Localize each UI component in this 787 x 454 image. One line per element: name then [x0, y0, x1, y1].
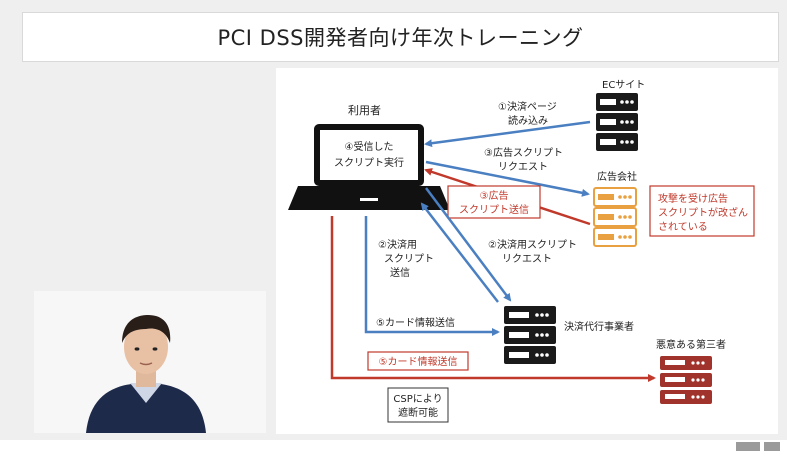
video-controls	[736, 442, 782, 452]
diagram-slide: 利用者 ④受信した スクリプト実行 ECサイト	[276, 68, 778, 434]
laptop-screen-text-1: ④受信した	[345, 141, 394, 153]
arrow-step2-request	[425, 187, 512, 302]
ad-company-server-icon	[593, 187, 637, 247]
ad-company-label: 広告会社	[597, 170, 637, 183]
step2-send-label-1: ②決済用	[378, 238, 417, 251]
payment-agent-server-icon	[504, 306, 556, 364]
payment-agent-label: 決済代行事業者	[564, 320, 634, 333]
page-title: PCI DSS開発者向け年次トレーニング	[217, 26, 584, 50]
step1-label-2: 読み込み	[508, 114, 548, 127]
user-label: 利用者	[348, 104, 381, 117]
csp-note-box	[387, 387, 449, 423]
attack-note-2: スクリプトが改ざん	[658, 206, 748, 219]
third-party-label: 悪意ある第三者	[656, 338, 726, 351]
step2-send-label-2: スクリプト	[384, 253, 434, 265]
laptop-screen-text-2: スクリプト実行	[334, 156, 404, 169]
ec-site-server-icon	[596, 93, 638, 151]
csp-note-2: 遮断可能	[398, 406, 438, 419]
step3-request-label-1: ③広告スクリプト	[484, 146, 563, 159]
speaker-video	[34, 291, 266, 433]
step2-send-label-3: 送信	[390, 266, 410, 279]
flow-diagram: 利用者 ④受信した スクリプト実行 ECサイト	[288, 79, 755, 423]
arrow-step3-request	[425, 160, 590, 197]
slide-title-bar: PCI DSS開発者向け年次トレーニング	[22, 12, 779, 62]
arrow-step5-card-send	[364, 216, 500, 336]
arrow-step5-malicious	[330, 216, 656, 382]
arrow-step2-send	[420, 202, 499, 303]
arrow-step1-page-load	[424, 120, 591, 148]
csp-note-1: CSPにより	[393, 393, 442, 405]
step1-label-1: ①決済ページ	[498, 100, 557, 113]
speaker-image	[34, 291, 266, 433]
laptop-icon	[288, 124, 450, 210]
attack-note-1: 攻撃を受け広告	[658, 192, 728, 205]
third-party-server-icon	[660, 356, 712, 404]
step5-label: ⑤カード情報送信	[376, 316, 455, 329]
step2-request-label-2: リクエスト	[502, 253, 552, 265]
ec-site-label: ECサイト	[602, 79, 645, 91]
step3-send-label-2: スクリプト送信	[459, 203, 529, 216]
settings-icon[interactable]	[764, 442, 780, 451]
step3-send-label-1: ③広告	[480, 189, 509, 202]
step3-send-box	[447, 185, 541, 219]
step5-malicious-box	[367, 351, 469, 371]
step5-malicious-label: ⑤カード情報送信	[379, 355, 458, 368]
logo-icon	[736, 442, 760, 451]
attack-note-3: されている	[658, 221, 708, 233]
step3-request-label-2: リクエスト	[498, 161, 548, 173]
step2-request-label-1: ②決済用スクリプト	[488, 238, 577, 251]
attack-note-box	[649, 185, 755, 237]
